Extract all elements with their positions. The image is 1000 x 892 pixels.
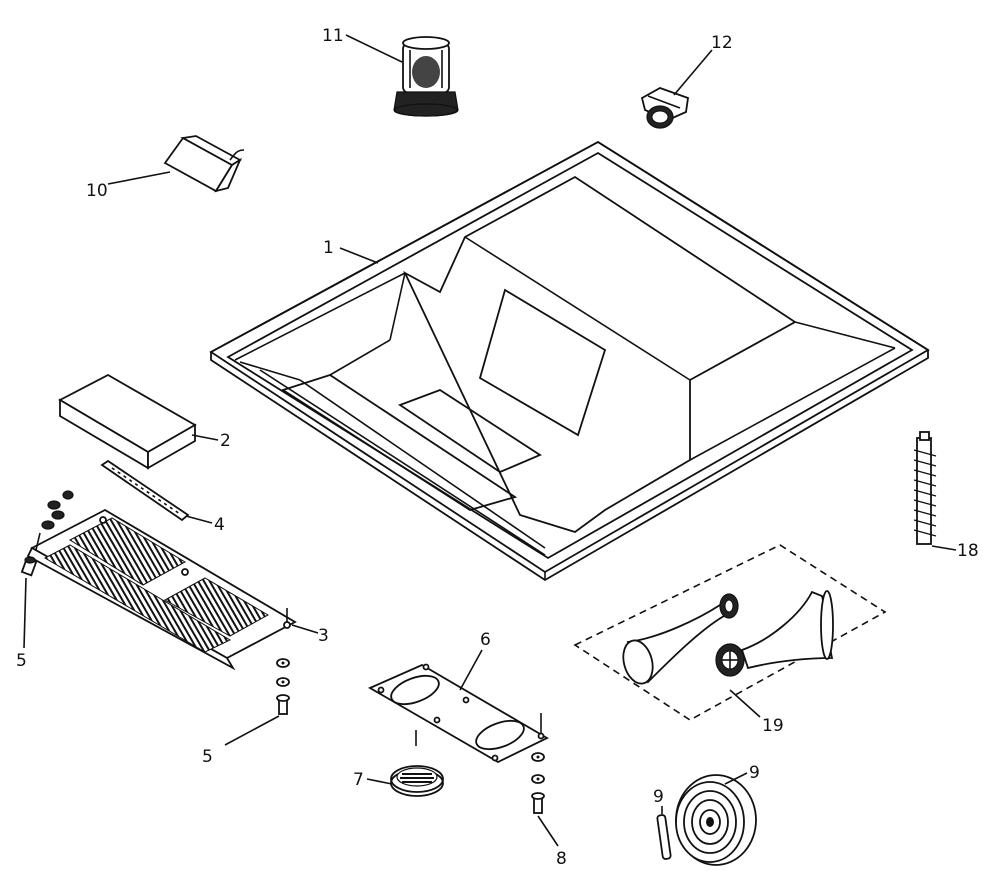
callout-label: 11: [322, 26, 344, 46]
speaker-horn: [656, 774, 757, 866]
mounting-strip: [100, 459, 190, 522]
callout-label: 7: [353, 770, 364, 790]
grille-panel: [26, 508, 297, 671]
work-lamp: [163, 135, 245, 193]
callout-label: 1: [323, 238, 334, 258]
air-horn-set: [573, 544, 887, 721]
callout-label: 6: [480, 630, 491, 650]
fastener-set-grille: [276, 658, 290, 715]
callout-label: 4: [214, 515, 225, 535]
callout-label: 9: [653, 787, 664, 807]
fastener-set-plate: [531, 752, 545, 814]
connector-strip: [913, 431, 937, 545]
fastener-set-left: [20, 490, 74, 577]
mounting-bracket: [640, 87, 689, 129]
callout-label: 3: [318, 626, 329, 646]
callout-label: 5: [16, 651, 27, 671]
callout-label: 12: [711, 33, 733, 53]
callout-label: 10: [86, 181, 108, 201]
roof-tray: [209, 140, 930, 582]
callout-label: 5: [202, 747, 213, 767]
speaker-grille-disc: [390, 765, 444, 797]
filter-block: [58, 373, 197, 470]
mounting-plate: [368, 663, 549, 764]
callout-label: 8: [556, 849, 567, 869]
callout-label: 2: [220, 431, 231, 451]
callout-label: 19: [762, 716, 784, 736]
rotating-beacon: [393, 36, 459, 117]
callout-label: 9: [749, 763, 760, 783]
callout-label: 18: [957, 541, 979, 561]
